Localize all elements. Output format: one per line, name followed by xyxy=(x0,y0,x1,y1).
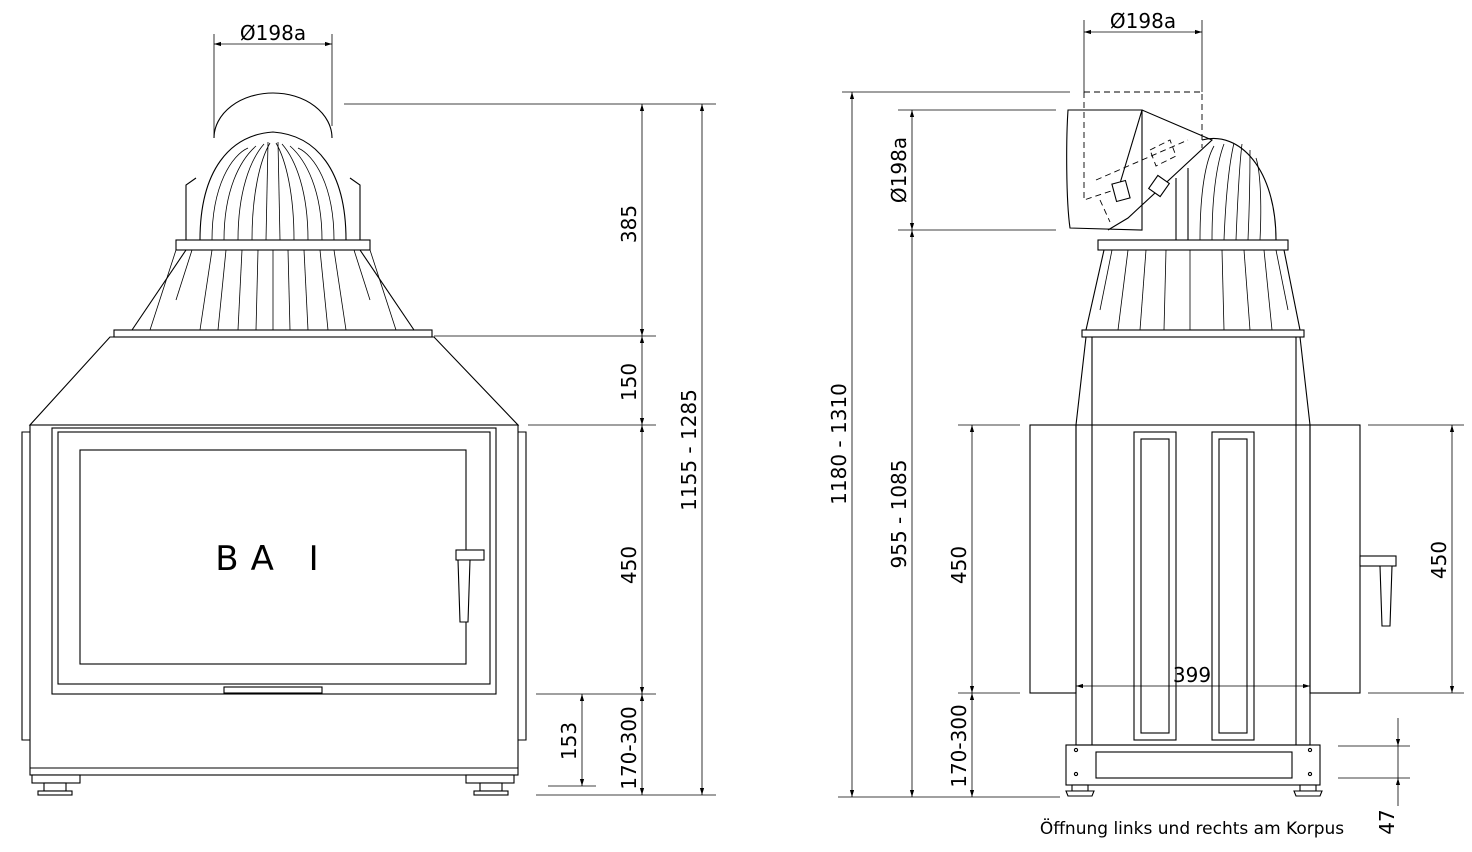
side-view: Ø198a xyxy=(827,9,1464,839)
front-dim-150: 150 xyxy=(617,363,641,401)
front-dim-170-300: 170-300 xyxy=(617,706,641,790)
front-extension-lines xyxy=(344,103,716,796)
side-dim-450-left: 450 xyxy=(947,546,971,584)
side-cone xyxy=(1081,249,1305,338)
convection-cone xyxy=(113,249,433,338)
side-body xyxy=(1029,337,1361,786)
front-dim-385: 385 xyxy=(617,205,641,243)
front-view: Ø198a xyxy=(21,21,716,796)
side-dim-total: 1180 - 1310 xyxy=(827,383,851,505)
side-dim-399: 399 xyxy=(1076,663,1310,689)
door-handle xyxy=(455,549,485,623)
side-hood xyxy=(1075,336,1311,426)
side-door-handle xyxy=(1359,555,1397,627)
front-dim-153: 153 xyxy=(557,722,581,760)
side-dim-47: 47 xyxy=(1375,809,1399,834)
hood xyxy=(28,336,520,426)
side-vertical-dimensions: 1180 - 1310 Ø198a 955 - 1085 450 170-300… xyxy=(827,92,1455,835)
front-dim-top-diameter: Ø198a xyxy=(213,21,333,138)
front-dim-top-diameter-label: Ø198a xyxy=(240,21,306,45)
side-dim-side-diameter: Ø198a xyxy=(887,137,911,203)
firebox-body: BA I xyxy=(21,424,527,776)
side-dome xyxy=(1097,138,1289,251)
side-dim-top-diameter: Ø198a xyxy=(1083,9,1203,92)
opening-note: Öffnung links und rechts am Korpus xyxy=(1040,817,1344,839)
alternative-outlet-dashed xyxy=(1083,91,1203,223)
side-dim-450-right: 450 xyxy=(1427,541,1451,579)
flue-collar xyxy=(213,92,333,139)
front-feet xyxy=(31,774,515,796)
side-extension-lines xyxy=(838,91,1464,798)
front-dim-total: 1155 - 1285 xyxy=(677,389,701,511)
side-dim-955-1085: 955 - 1085 xyxy=(887,459,911,568)
side-dim-170-300: 170-300 xyxy=(947,704,971,788)
side-feet xyxy=(1065,784,1323,797)
side-dim-top-diameter-label: Ø198a xyxy=(1110,9,1176,33)
front-dim-450: 450 xyxy=(617,546,641,584)
side-dim-399-label: 399 xyxy=(1173,663,1211,687)
door-label: BA I xyxy=(215,539,330,579)
front-vertical-dimensions: 385 150 450 170-300 153 1155 - 1285 xyxy=(557,104,705,795)
side-flue-collar xyxy=(1066,109,1213,231)
convection-dome xyxy=(175,131,371,251)
